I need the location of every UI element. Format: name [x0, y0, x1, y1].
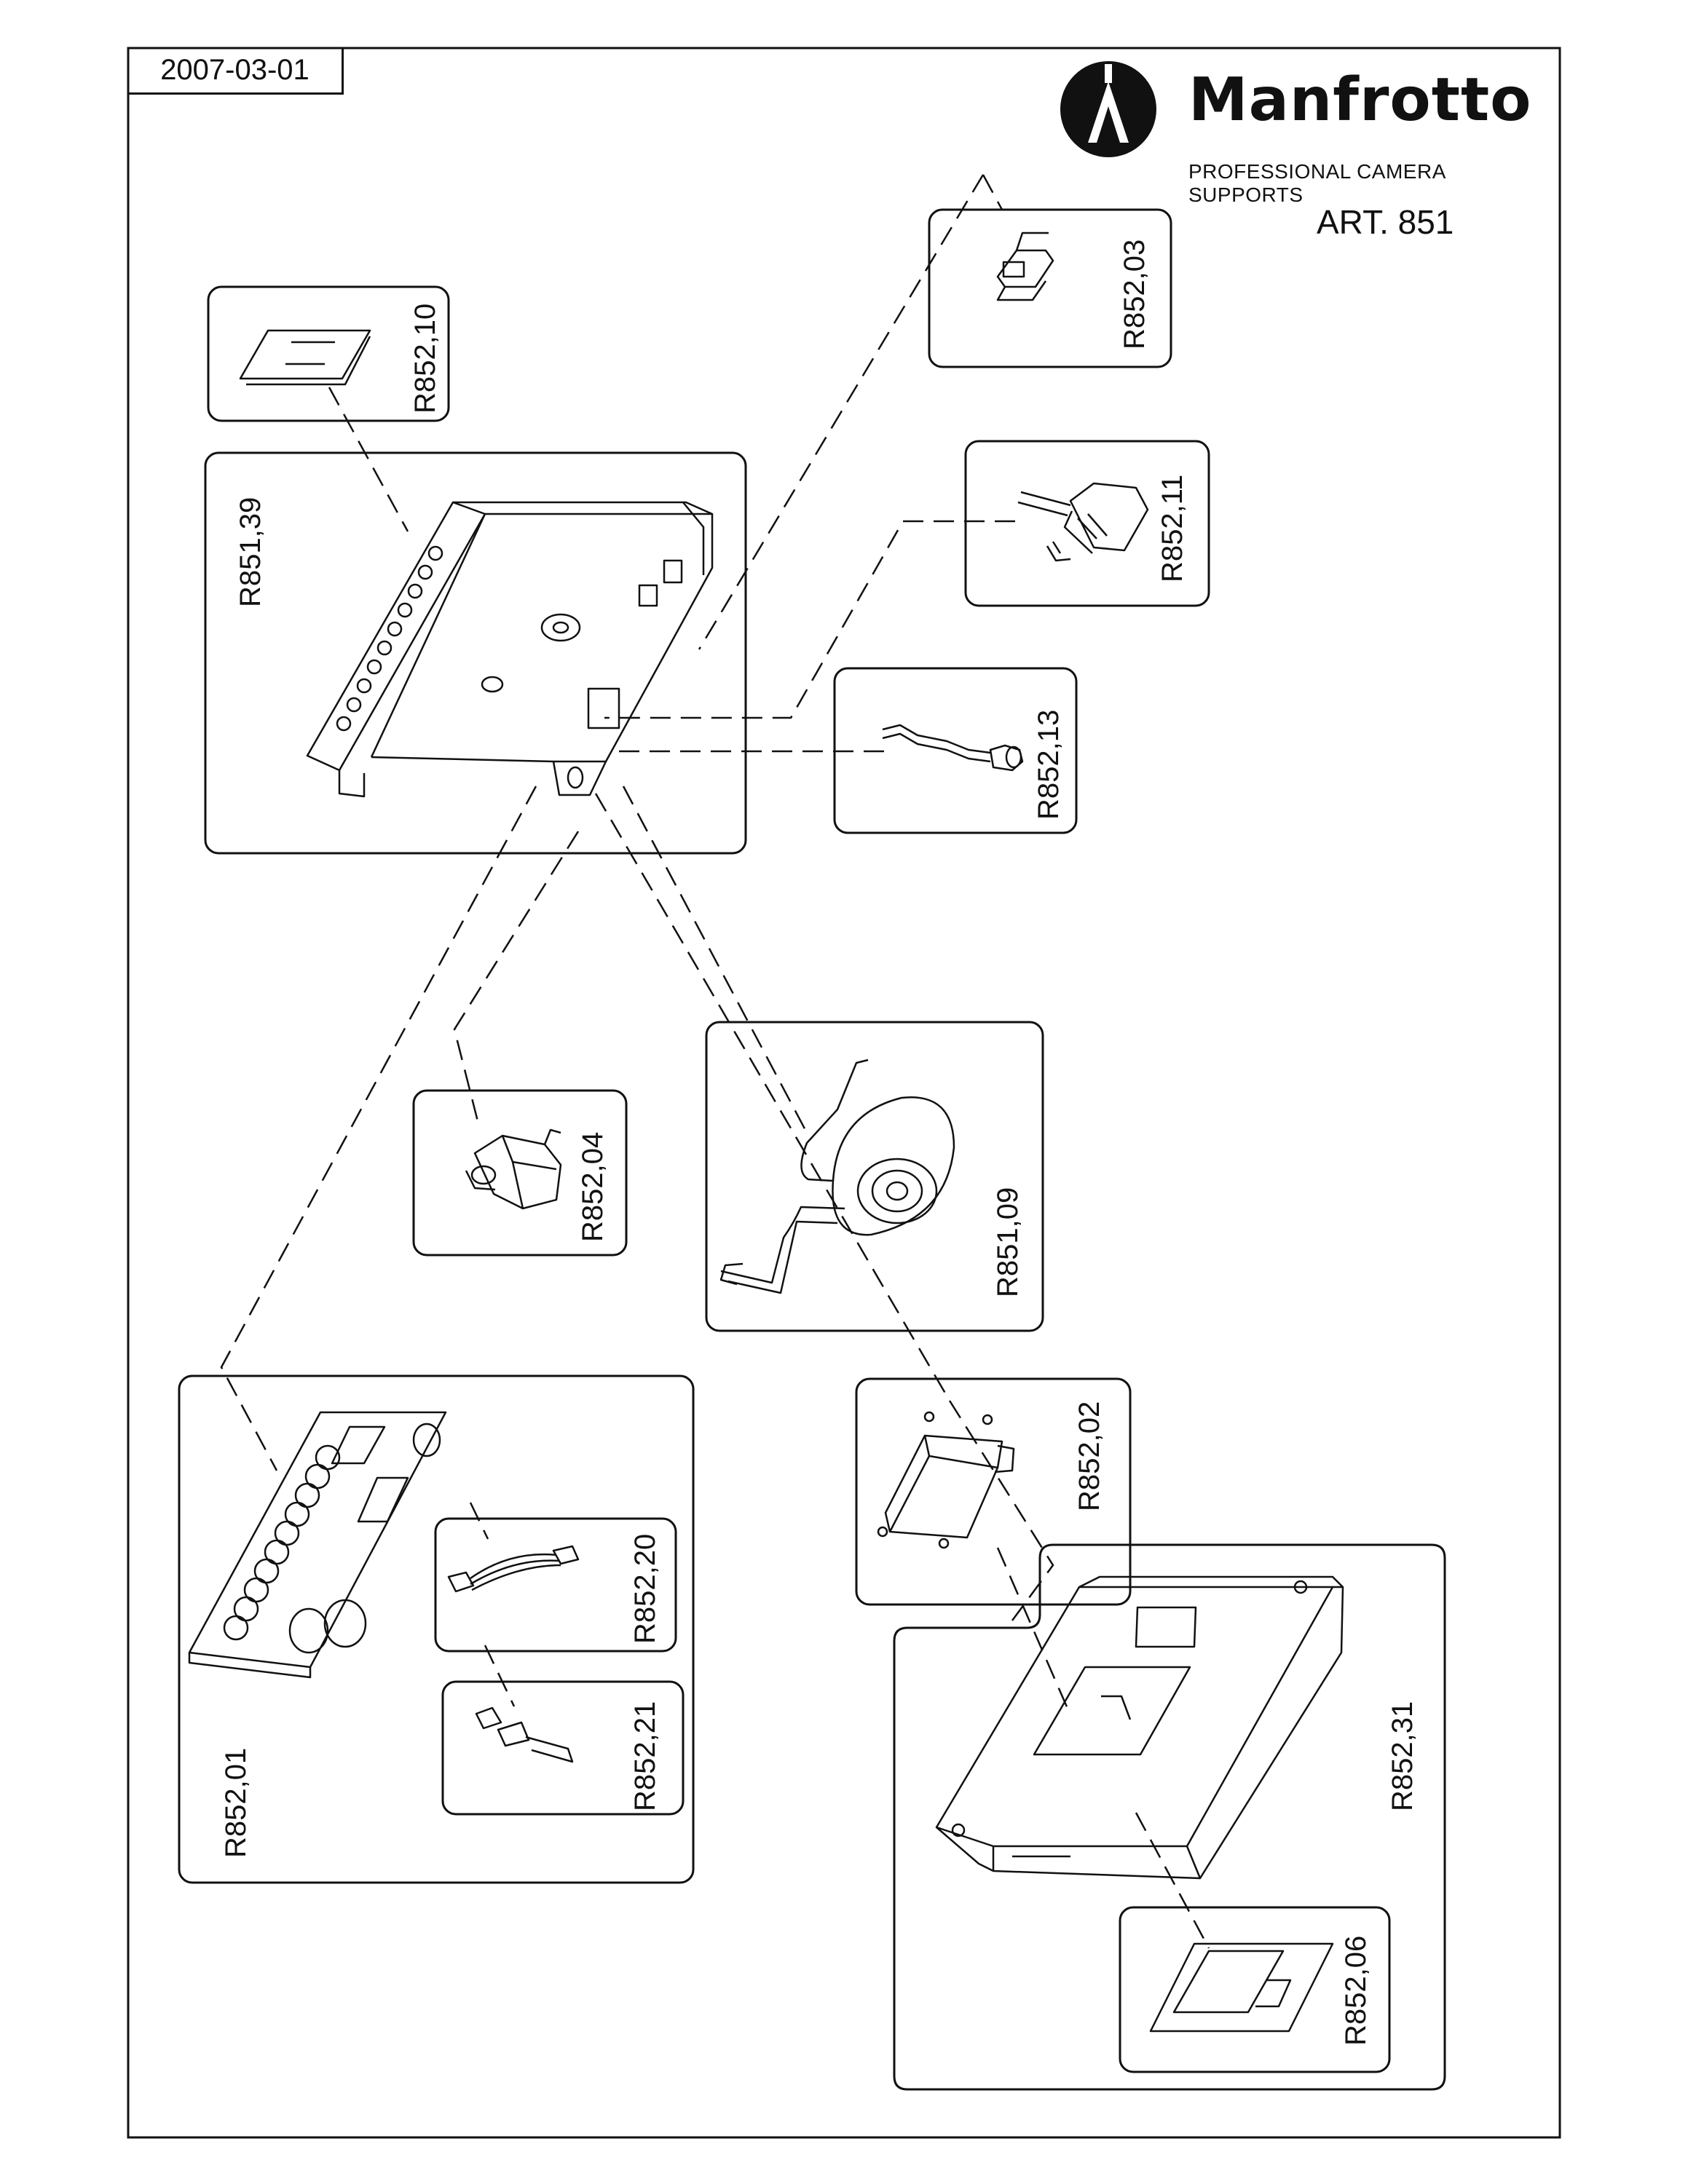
label-r852-11: R852,11: [1156, 474, 1188, 582]
box-r852-06: [1119, 1906, 1391, 2073]
brand-block: Manfrotto PROFESSIONAL CAMERA SUPPORTS: [1063, 58, 1544, 206]
box-r851-09: [705, 1021, 1044, 1332]
part-drawing-r852-13: [882, 724, 1024, 772]
box-r852-20: [434, 1517, 677, 1653]
label-r852-13: R852,13: [1033, 709, 1065, 820]
box-r852-02: [855, 1377, 1132, 1606]
part-drawing-r852-04: [465, 1128, 562, 1210]
leader-r852-06: [1135, 1812, 1210, 1949]
leader-r851-09: [622, 786, 808, 1133]
brand-tagline: PROFESSIONAL CAMERA SUPPORTS: [1188, 160, 1446, 206]
label-r852-21: R852,21: [629, 1701, 661, 1811]
brand-name: Manfrotto: [1188, 66, 1532, 135]
label-r852-02: R852,02: [1073, 1401, 1105, 1511]
sheet-frame: [127, 47, 1561, 2139]
label-r852-03: R852,03: [1119, 239, 1151, 349]
box-r852-31: [893, 1543, 1446, 2091]
box-r851-39: [204, 451, 747, 855]
label-r851-09: R851,09: [992, 1187, 1024, 1297]
leader-r852-04: [453, 831, 580, 1122]
label-r851-39: R851,39: [234, 496, 267, 607]
part-drawing-r852-20: [447, 1545, 580, 1593]
label-r852-10: R852,10: [409, 303, 441, 414]
leader-r852-11: [604, 520, 1015, 719]
label-r852-06: R852,06: [1340, 1935, 1372, 2046]
label-r852-04: R852,04: [577, 1131, 609, 1242]
label-r852-31: R852,31: [1387, 1701, 1419, 1811]
part-drawing-r852-02: [877, 1411, 1015, 1549]
box-r852-04: [412, 1089, 628, 1257]
tripod-logo-icon: [1060, 61, 1156, 157]
part-drawing-r852-31: [935, 1575, 1344, 1880]
part-drawing-r851-09: [719, 1059, 955, 1294]
article-number: ART. 851: [1317, 203, 1454, 241]
part-drawing-r852-10: [239, 329, 371, 386]
leader-r852-20: [469, 1502, 489, 1540]
leader-r852-03: [698, 174, 985, 650]
box-r852-21: [441, 1680, 685, 1816]
leader-r852-03-b: [982, 174, 1003, 210]
leader-r852-10: [328, 387, 409, 532]
part-drawing-r852-06: [1149, 1942, 1334, 2033]
box-r852-01: [178, 1374, 695, 1884]
box-r852-11: [964, 440, 1210, 607]
part-drawing-r852-21: [475, 1706, 574, 1763]
part-drawing-r851-39: [306, 501, 714, 798]
label-r852-20: R852,20: [629, 1533, 661, 1644]
box-r852-03: [928, 208, 1172, 368]
leader-r852-02-b: [948, 1400, 1054, 1621]
leader-r852-21: [484, 1645, 516, 1707]
part-drawing-r852-03: [996, 232, 1054, 301]
date-stamp: 2007-03-01: [128, 48, 344, 95]
part-drawing-r852-01: [188, 1411, 447, 1679]
label-r852-01: R852,01: [220, 1747, 252, 1858]
leader-r852-02: [594, 793, 951, 1401]
box-r852-10: [207, 285, 450, 422]
leader-r852-01: [220, 786, 537, 1471]
part-drawing-r852-11: [1017, 482, 1149, 562]
leader-r852-31: [996, 1547, 1072, 1716]
